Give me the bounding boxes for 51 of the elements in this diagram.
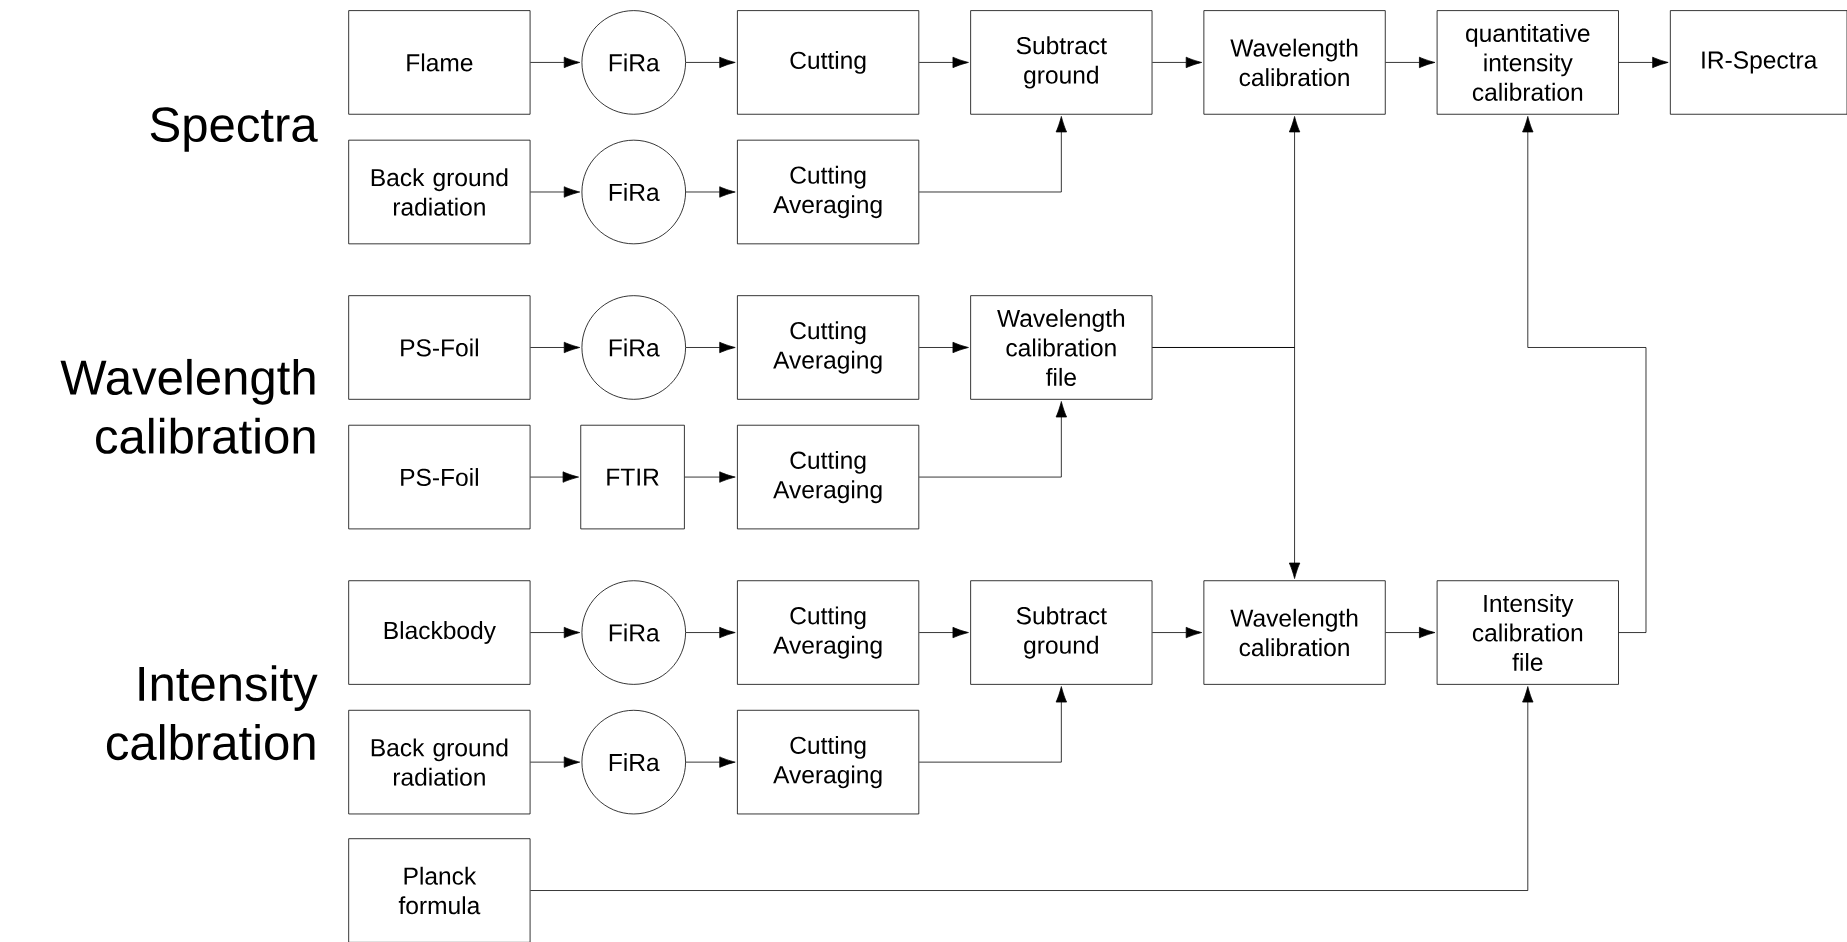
arrow	[530, 686, 1534, 891]
arrow	[918, 115, 1067, 193]
process-box: PS-Foil	[348, 295, 531, 400]
arrow	[685, 56, 736, 68]
arrow	[530, 756, 581, 768]
arrow	[1385, 56, 1436, 68]
section-label: Spectra	[150, 107, 318, 152]
process-box: IR-Spectra	[1669, 10, 1847, 115]
process-box: PS-Foil	[348, 424, 531, 530]
process-box: FTIR	[580, 424, 685, 530]
arrow	[530, 341, 581, 353]
process-box: Intensity calibration file	[1436, 580, 1619, 685]
process-box: Back ground radiation	[348, 709, 531, 815]
process-box: Cutting	[737, 10, 920, 115]
arrow	[918, 626, 969, 639]
arrow	[530, 186, 581, 198]
arrow	[685, 626, 736, 639]
arrow	[1152, 626, 1203, 639]
arrow	[918, 400, 1067, 478]
process-box: Wavelength calibration	[1203, 10, 1386, 115]
arrow	[685, 186, 736, 198]
arrow	[685, 341, 736, 353]
process-box: Cutting Averaging	[737, 580, 920, 685]
arrow	[1152, 56, 1203, 68]
arrow	[530, 471, 579, 483]
process-box: Wavelength calibration	[1203, 580, 1386, 685]
process-box: Wavelength calibration file	[970, 295, 1153, 400]
arrow	[918, 686, 1067, 763]
section-label: Wavelength calibration	[60, 358, 315, 454]
process-box: Planck formula	[348, 838, 531, 942]
process-box: Cutting Averaging	[737, 139, 920, 245]
arrow	[1385, 626, 1436, 639]
process-box: Cutting Averaging	[737, 709, 920, 815]
process-box: Cutting Averaging	[737, 295, 920, 400]
arrow	[918, 56, 969, 68]
process-box: Cutting Averaging	[737, 424, 920, 530]
arrow	[684, 471, 736, 483]
process-box: Flame	[348, 10, 531, 115]
arrow	[1522, 115, 1647, 633]
arrow	[1618, 56, 1669, 68]
arrow	[685, 756, 736, 768]
process-box: Back ground radiation	[348, 139, 531, 245]
section-label: Intensity calbration	[106, 665, 318, 760]
arrow	[918, 341, 969, 353]
arrow	[530, 56, 581, 68]
arrow	[1152, 346, 1301, 579]
process-box: quantitative intensity calibration	[1436, 10, 1619, 115]
process-box: Subtract ground	[970, 10, 1153, 115]
process-box: Blackbody	[348, 580, 531, 685]
arrow	[530, 626, 581, 639]
process-box: Subtract ground	[970, 580, 1153, 685]
